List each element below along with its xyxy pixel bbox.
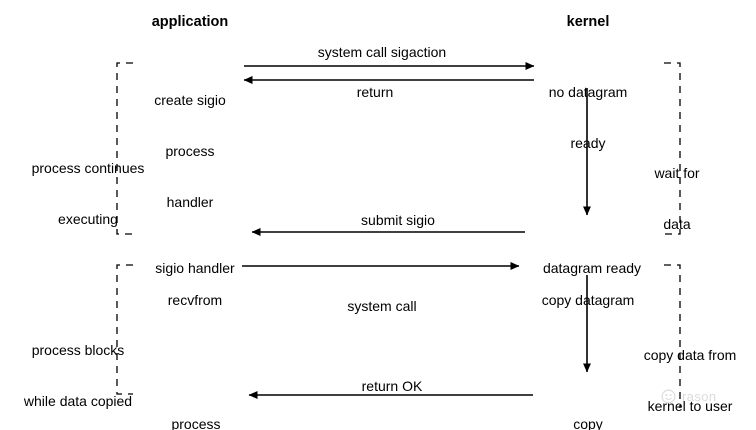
bracket-label-line: wait for	[654, 165, 700, 181]
node-line: datagram ready	[542, 260, 642, 276]
node-line: process	[165, 143, 215, 159]
node-sigio-handler: sigio handler	[155, 226, 234, 311]
node-line: recvfrom	[167, 292, 223, 308]
node-line: create sigio	[154, 92, 226, 108]
arrow-label-return-ok: return OK	[361, 378, 423, 394]
bracket-label-line: executing	[58, 211, 118, 227]
bracket-label-process-blocks: process blocks while data copied into ap…	[24, 308, 132, 430]
node-line: no datagram	[548, 84, 628, 100]
bracket-label-line: data	[663, 216, 691, 232]
node-line: ready	[570, 135, 606, 151]
watermark: rason	[660, 388, 717, 405]
node-line: copy datagram	[541, 292, 635, 308]
watermark-text: rason	[682, 389, 717, 404]
node-line: copy	[573, 416, 603, 430]
arrow-label-system-call-sigaction: system call sigaction	[317, 44, 447, 60]
node-no-datagram-ready: no datagram ready	[549, 50, 628, 186]
arrow-label-return: return	[356, 84, 394, 100]
bracket-label-line: while data copied	[23, 393, 133, 409]
bracket-label-copy-data-from-kernel-to-user: copy data from kernel to user	[644, 313, 737, 430]
node-copy-complete: copy complete	[560, 382, 617, 430]
node-line: sigio handler	[155, 260, 235, 276]
node-line: handler	[166, 194, 214, 210]
bracket-label-line: copy data from	[643, 347, 737, 363]
node-create-sigio-process-handler: create sigio process handler	[154, 58, 226, 245]
node-line: process	[171, 416, 221, 430]
arrow-label-submit-sigio: submit sigio	[361, 212, 435, 228]
bracket-label-line: kernel to user	[647, 398, 733, 414]
node-process-datagram: process datagram	[166, 382, 225, 430]
node-recvfrom: recvfrom	[168, 258, 222, 343]
arrow-label-system-call: system call	[347, 298, 417, 314]
bracket-label-process-continues-executing: process continues executing	[32, 126, 145, 262]
bracket-label-line: process continues	[31, 160, 145, 176]
node-datagram-ready: datagram ready	[543, 226, 641, 311]
column-header-application: application	[151, 14, 229, 30]
watermark-logo-icon	[661, 389, 676, 404]
bracket-label-wait-for-data: wait for data	[654, 131, 699, 267]
bracket-label-line: process blocks	[31, 342, 125, 358]
node-copy-datagram: copy datagram	[542, 258, 635, 343]
column-header-kernel: kernel	[566, 14, 610, 30]
